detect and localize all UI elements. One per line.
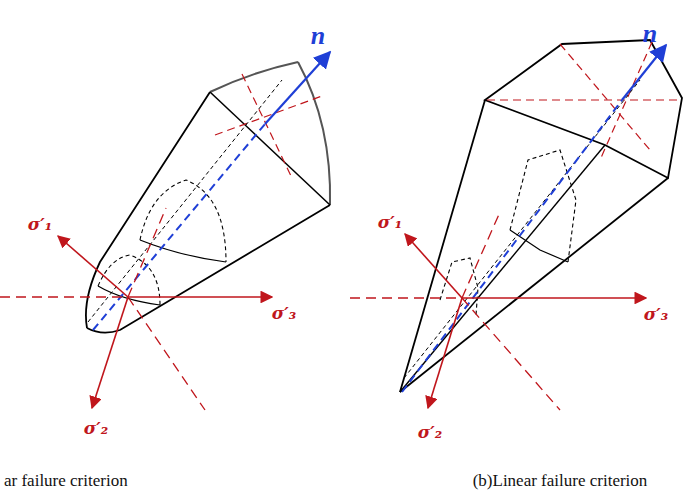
stress-axis-label: σ′₁	[378, 214, 402, 231]
subfigure-caption: ar failure criterion	[4, 472, 128, 489]
stress-axis-label: σ′₃	[272, 305, 296, 322]
subfigure-caption: (b)Linear failure criterion	[473, 472, 648, 489]
stress-axis-label: σ′₂	[84, 420, 108, 437]
normal-vector-label: n	[643, 21, 657, 47]
normal-vector-label: n	[311, 23, 325, 49]
stress-axis-label: σ′₂	[418, 424, 442, 441]
stress-axis-label: σ′₃	[644, 306, 668, 323]
linear-cone	[350, 40, 682, 410]
nonlinear-cone	[0, 52, 330, 410]
stress-axis-label: σ′₁	[28, 216, 52, 233]
